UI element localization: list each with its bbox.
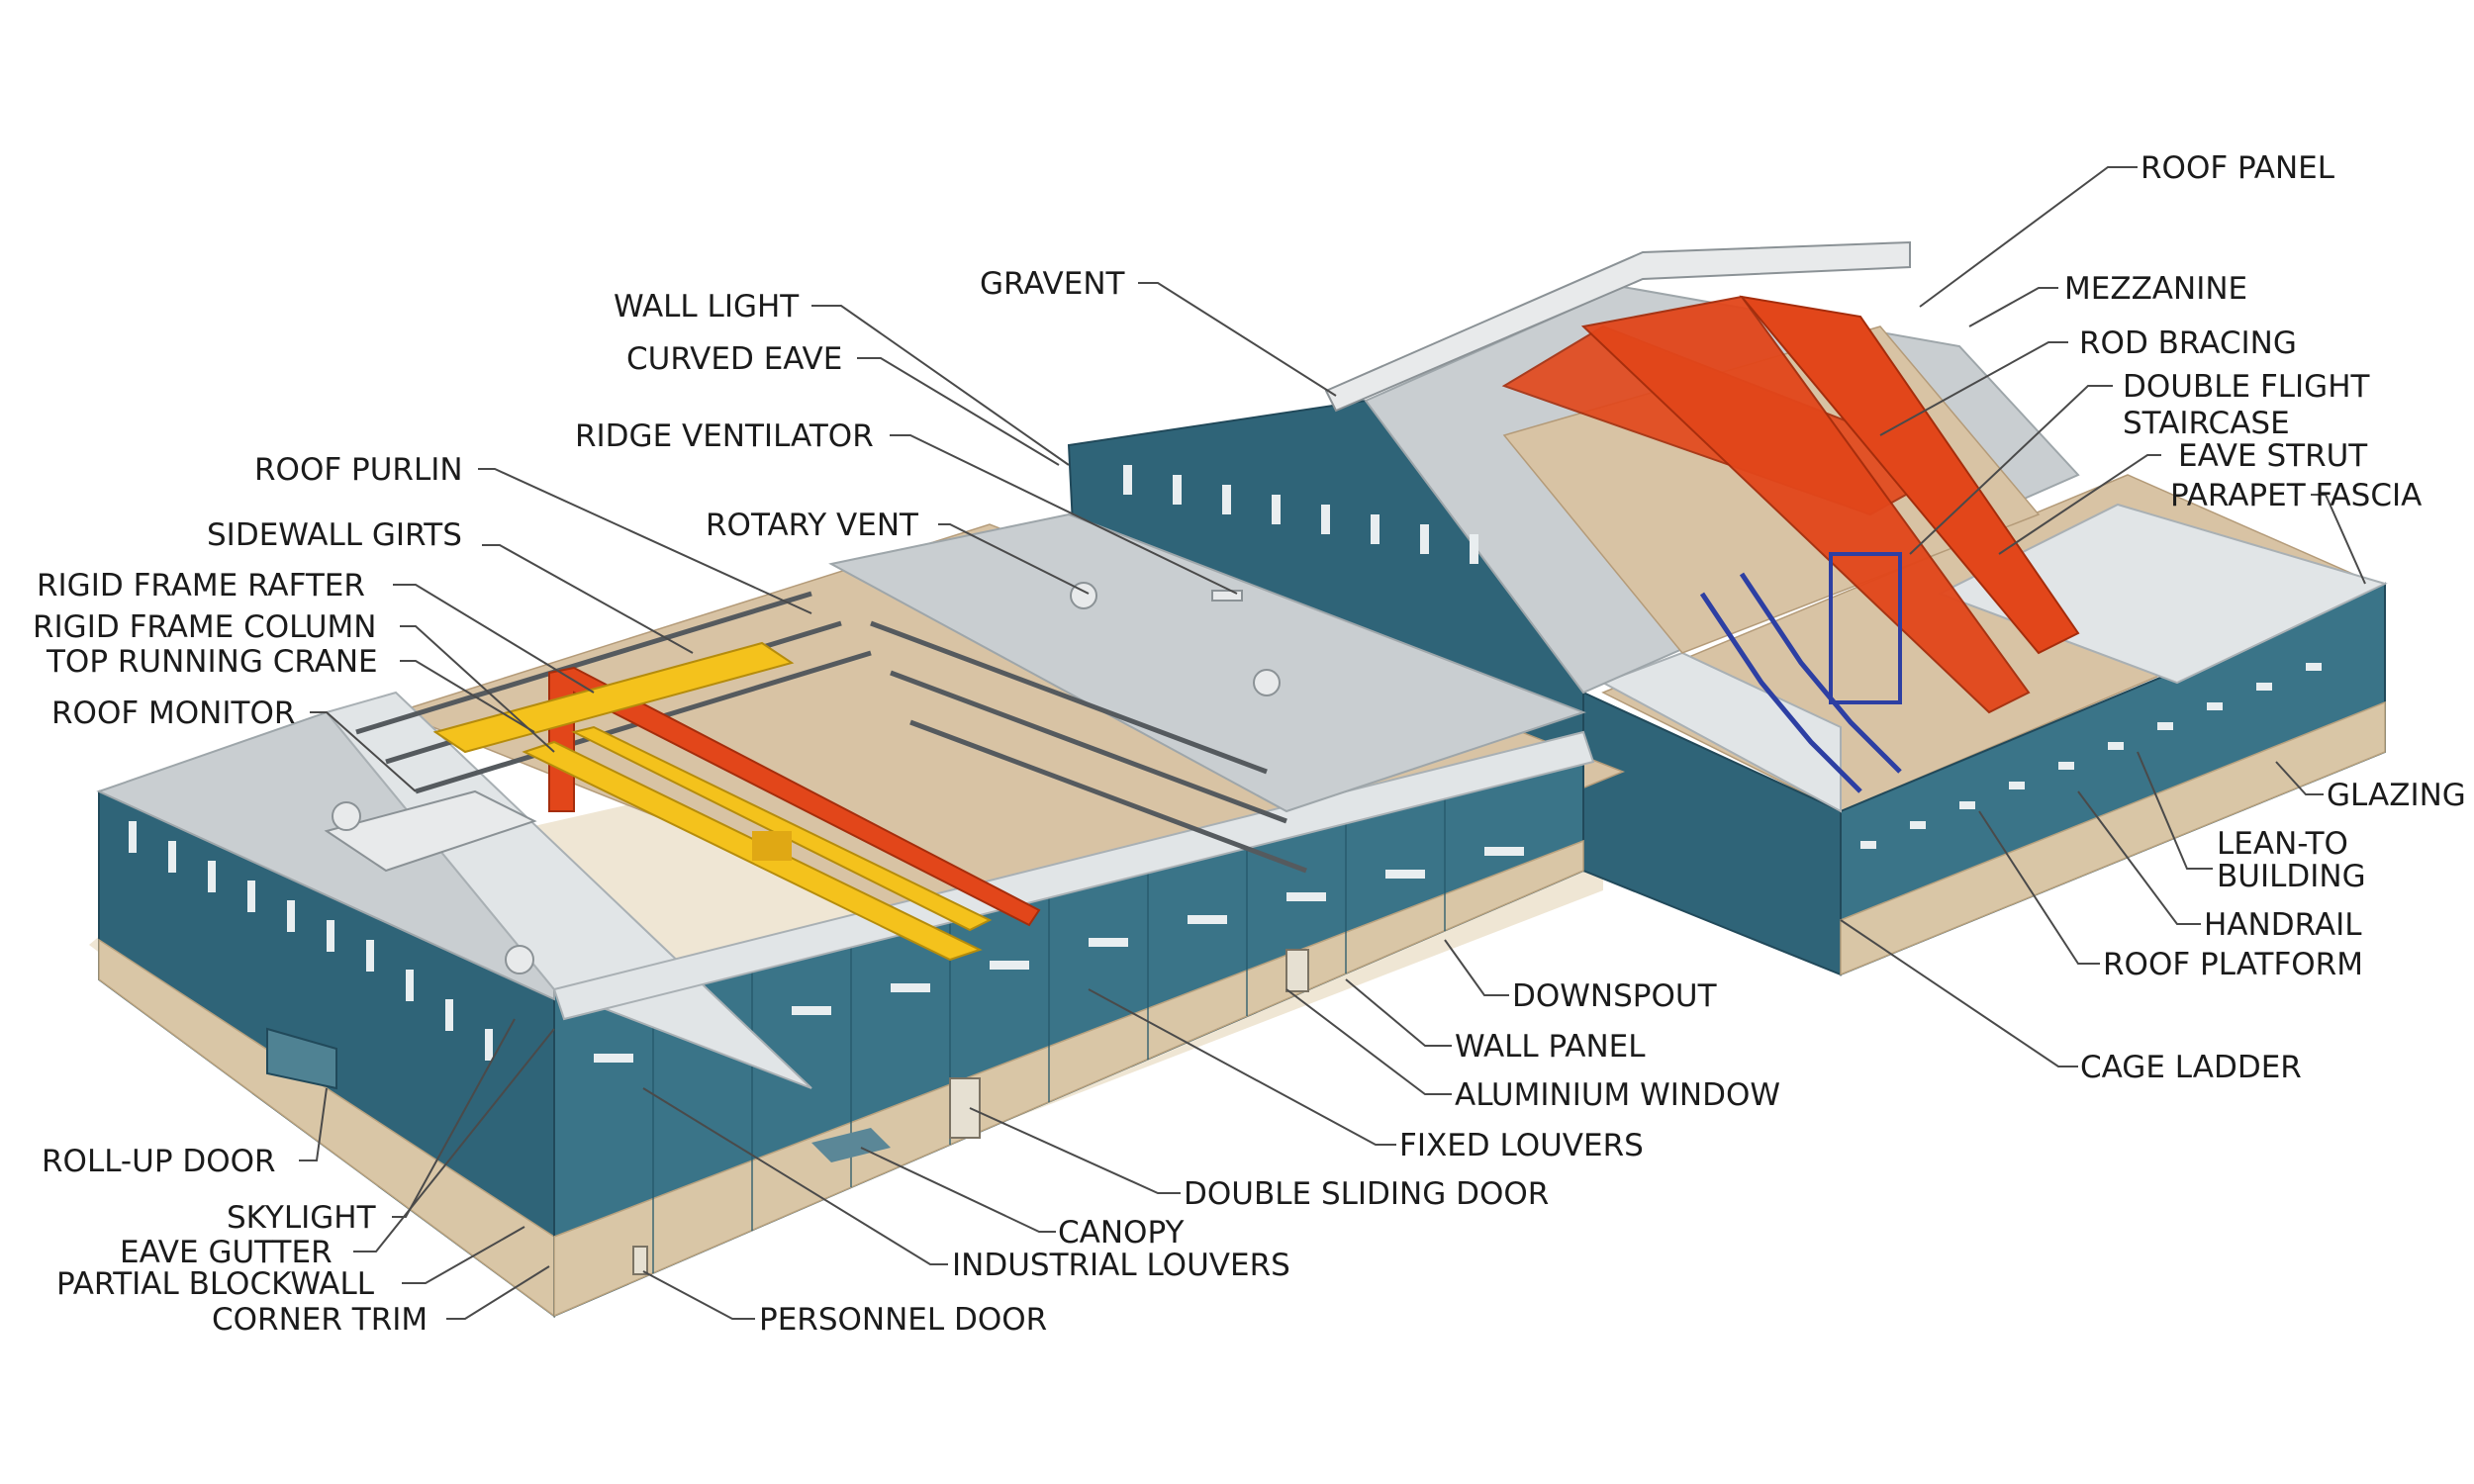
main-building-shape <box>96 512 1626 1318</box>
end-wall-windows <box>129 821 493 1061</box>
label-roll-up-door: ROLL-UP DOOR <box>42 1144 276 1179</box>
label-rigid-frame-column: RIGID FRAME COLUMN <box>33 609 376 645</box>
roll-up-door-shape <box>266 1027 337 1090</box>
double-sliding-door-shape <box>949 1077 981 1139</box>
sidewall-ribs <box>652 786 1446 1273</box>
label-curved-eave: CURVED EAVE <box>626 341 842 377</box>
label-staircase: STAIRCASE <box>2123 406 2290 441</box>
label-aluminium-window: ALUMINIUM WINDOW <box>1455 1077 1780 1113</box>
label-lean-to: LEAN-TO <box>2217 826 2348 862</box>
roof-monitor-shape <box>324 789 537 873</box>
label-rod-bracing: ROD BRACING <box>2079 325 2297 361</box>
label-canopy: CANOPY <box>1058 1215 1184 1251</box>
label-double-flight: DOUBLE FLIGHT <box>2123 369 2371 405</box>
label-wall-light: WALL LIGHT <box>614 289 800 325</box>
label-skylight: SKYLIGHT <box>227 1200 377 1236</box>
label-roof-panel: ROOF PANEL <box>2141 150 2335 186</box>
label-downspout: DOWNSPOUT <box>1512 978 1718 1014</box>
canopy-shape <box>811 1128 891 1162</box>
label-sidewall-girts: SIDEWALL GIRTS <box>207 517 462 553</box>
callout-labels: ROOF PANEL GRAVENT MEZZANINE WALL LIGHT … <box>33 150 2466 1338</box>
label-rotary-vent: ROTARY VENT <box>706 508 919 543</box>
label-rigid-frame-rafter: RIGID FRAME RAFTER <box>37 568 365 603</box>
label-roof-platform: ROOF PLATFORM <box>2103 947 2363 982</box>
rigid-frame-shape <box>548 666 1041 927</box>
label-roof-purlin: ROOF PURLIN <box>254 452 463 488</box>
label-parapet-fascia: PARAPET FASCIA <box>2170 478 2422 513</box>
label-gravent: GRAVENT <box>980 266 1126 302</box>
label-personnel-door: PERSONNEL DOOR <box>759 1302 1047 1338</box>
leader-lines <box>299 166 2366 1320</box>
label-eave-gutter: EAVE GUTTER <box>120 1235 333 1270</box>
label-handrail: HANDRAIL <box>2204 907 2362 943</box>
high-bay-wall-lights <box>1123 465 1478 564</box>
label-industrial-louvers: INDUSTRIAL LOUVERS <box>952 1248 1290 1283</box>
label-cage-ladder: CAGE LADDER <box>2080 1050 2302 1085</box>
label-building: BUILDING <box>2217 859 2366 894</box>
label-partial-blockwall: PARTIAL BLOCKWALL <box>56 1266 375 1302</box>
label-roof-monitor: ROOF MONITOR <box>51 696 295 731</box>
label-double-sliding-door: DOUBLE SLIDING DOOR <box>1184 1176 1549 1212</box>
label-ridge-ventilator: RIDGE VENTILATOR <box>575 418 874 454</box>
label-corner-trim: CORNER TRIM <box>212 1302 428 1338</box>
label-top-running-crane: TOP RUNNING CRANE <box>46 644 378 680</box>
label-mezzanine: MEZZANINE <box>2064 271 2247 307</box>
personnel-door-shape <box>632 1246 648 1275</box>
label-wall-panel: WALL PANEL <box>1455 1029 1646 1065</box>
label-fixed-louvers: FIXED LOUVERS <box>1399 1128 1644 1163</box>
label-glazing: GLAZING <box>2327 778 2466 813</box>
building-illustration <box>89 240 2388 1318</box>
lean-to-glazing <box>1860 663 2322 849</box>
label-eave-strut: EAVE STRUT <box>2178 438 2368 474</box>
